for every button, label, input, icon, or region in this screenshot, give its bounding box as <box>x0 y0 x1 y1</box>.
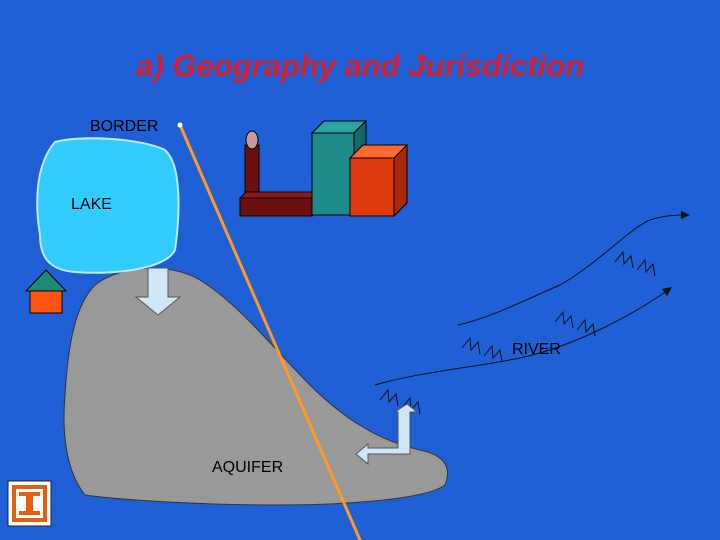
factory-icon <box>238 119 409 218</box>
river-lower-arrowhead <box>662 287 672 296</box>
river-upper-arrowhead <box>681 211 690 219</box>
border-line-cap <box>177 122 183 128</box>
aquifer-shape <box>63 267 449 506</box>
university-logo-icon <box>7 480 52 527</box>
river-label: RIVER <box>512 341 561 358</box>
border-label: BORDER <box>90 118 158 135</box>
river-bank-lower <box>374 289 669 386</box>
lake-label: LAKE <box>71 196 112 213</box>
river-to-aquifer-arrow <box>355 403 419 466</box>
river-bank-upper <box>457 214 689 326</box>
lake-to-aquifer-arrow <box>134 267 182 316</box>
river-squiggles <box>379 250 656 415</box>
aquifer-label: AQUIFER <box>212 459 283 476</box>
lake-shape <box>36 137 180 274</box>
slide-title: a) Geography and Jurisdiction <box>136 48 584 83</box>
house-icon <box>24 269 68 314</box>
border-line <box>178 124 362 540</box>
